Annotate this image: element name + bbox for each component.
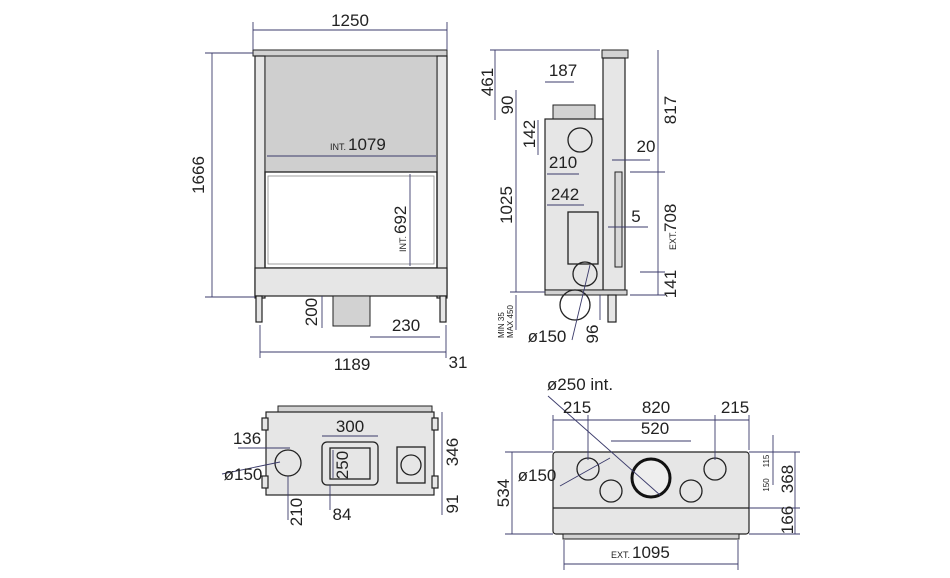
dim-front-width: 1250	[331, 11, 369, 30]
dim-br-right-depth: 368	[778, 465, 797, 493]
dim-bottom: 141	[661, 270, 680, 298]
dim-total-height: 1025	[497, 186, 516, 224]
dim-br-ext-prefix: EXT.	[611, 550, 630, 560]
bl-outlet	[321, 441, 379, 486]
dim-bl-depth: 346	[443, 438, 462, 466]
dim-bl-outlet-width: 300	[336, 417, 364, 436]
dim-circle-height: 142	[520, 120, 539, 148]
dim-pipe-offset: 96	[583, 325, 602, 344]
dim-glass-offset: 20	[637, 137, 656, 156]
dim-int-width: 1079	[348, 135, 386, 154]
front-view: 1250 1666 INT. 1079 INT. 692 200 230 118…	[189, 11, 467, 374]
bl-outlet-inner	[329, 447, 371, 480]
dim-side-pipe-diameter: ø150	[528, 327, 567, 346]
side-glass	[614, 171, 623, 268]
dim-flue-height: 200	[302, 298, 321, 326]
br-main-flue	[630, 457, 672, 499]
br-pipe-3	[679, 479, 703, 503]
dim-ext-prefix: EXT.	[668, 231, 678, 250]
dim-br-depth: 534	[494, 479, 513, 507]
bl-body	[265, 411, 435, 496]
front-base	[254, 267, 448, 297]
side-bottom-pipe	[559, 289, 591, 321]
dim-br-top-small: 115	[762, 454, 771, 467]
dim-legs-max: MAX 450	[506, 305, 515, 338]
dim-br-center-span: 820	[642, 398, 670, 417]
dim-bl-outlet-offset: 84	[333, 505, 352, 524]
side-lower-box	[567, 211, 599, 265]
bottom-left-view: 136 300 250 346 ø150 210 84 91	[221, 405, 462, 526]
front-glass-inner	[267, 175, 435, 265]
dim-bl-pipe-diameter: ø150	[224, 465, 263, 484]
dim-br-inner-span: 520	[641, 419, 669, 438]
dim-int-height-prefix: INT.	[398, 236, 408, 252]
dim-front-height: 1666	[189, 156, 208, 194]
dim-br-pipe-diameter: ø150	[518, 466, 557, 485]
bl-right-outlet	[396, 446, 426, 484]
front-right-post	[436, 55, 448, 299]
front-glass-window	[264, 171, 438, 269]
dim-bl-outlet-inner: 250	[333, 451, 352, 479]
front-left-leg	[255, 295, 263, 323]
dim-circle-depth: 210	[549, 153, 577, 172]
dim-br-mid-small: 150	[762, 478, 771, 492]
dim-bl-pipe-offset: 210	[287, 498, 306, 526]
dim-br-right-offset: 215	[721, 398, 749, 417]
bottom-right-view: ø250 int. 215 820 215 520 ø150 534 115 1…	[494, 375, 800, 570]
dim-top-offset: 461	[478, 68, 497, 96]
dim-int-width-prefix: INT.	[330, 142, 346, 152]
br-front-strip	[562, 533, 740, 540]
side-body	[544, 118, 604, 291]
dim-int-height: 692	[391, 206, 410, 234]
dim-br-main-diameter: ø250 int.	[547, 375, 613, 394]
dim-br-ext-width: 1095	[632, 543, 670, 562]
dim-flue-depth: 187	[549, 61, 577, 80]
dim-br-left-offset: 215	[563, 398, 591, 417]
side-leg	[607, 294, 617, 323]
front-hood-panel	[264, 55, 438, 173]
front-left-post	[254, 55, 266, 299]
front-top-cap	[252, 49, 448, 57]
side-upper-pipe	[567, 127, 593, 153]
dim-bl-side-offset: 136	[233, 429, 261, 448]
dim-ext-height: 708	[661, 204, 680, 232]
dim-glass-gap: 5	[631, 207, 640, 226]
side-view: 461 187 90 142 210 242 1025 817 20 5 EXT…	[478, 49, 680, 346]
bl-right-pipe	[400, 454, 422, 476]
dim-flue-height-side: 90	[498, 96, 517, 115]
side-top-cap	[601, 49, 629, 59]
dim-lower-depth: 242	[551, 185, 579, 204]
dim-base-width: 1189	[334, 355, 371, 374]
dim-side-offset: 31	[449, 353, 468, 372]
front-flue-box	[332, 295, 371, 327]
dim-top-section: 817	[661, 96, 680, 124]
bl-top-strip	[277, 405, 433, 413]
dim-flue-offset: 230	[392, 316, 420, 335]
br-pipe-2	[599, 479, 623, 503]
dim-legs-min: MIN 35	[497, 312, 506, 338]
dim-br-front-depth: 166	[778, 506, 797, 534]
dim-bl-front-offset: 91	[443, 495, 462, 514]
side-flue-box	[552, 104, 596, 120]
front-right-leg	[439, 295, 447, 323]
